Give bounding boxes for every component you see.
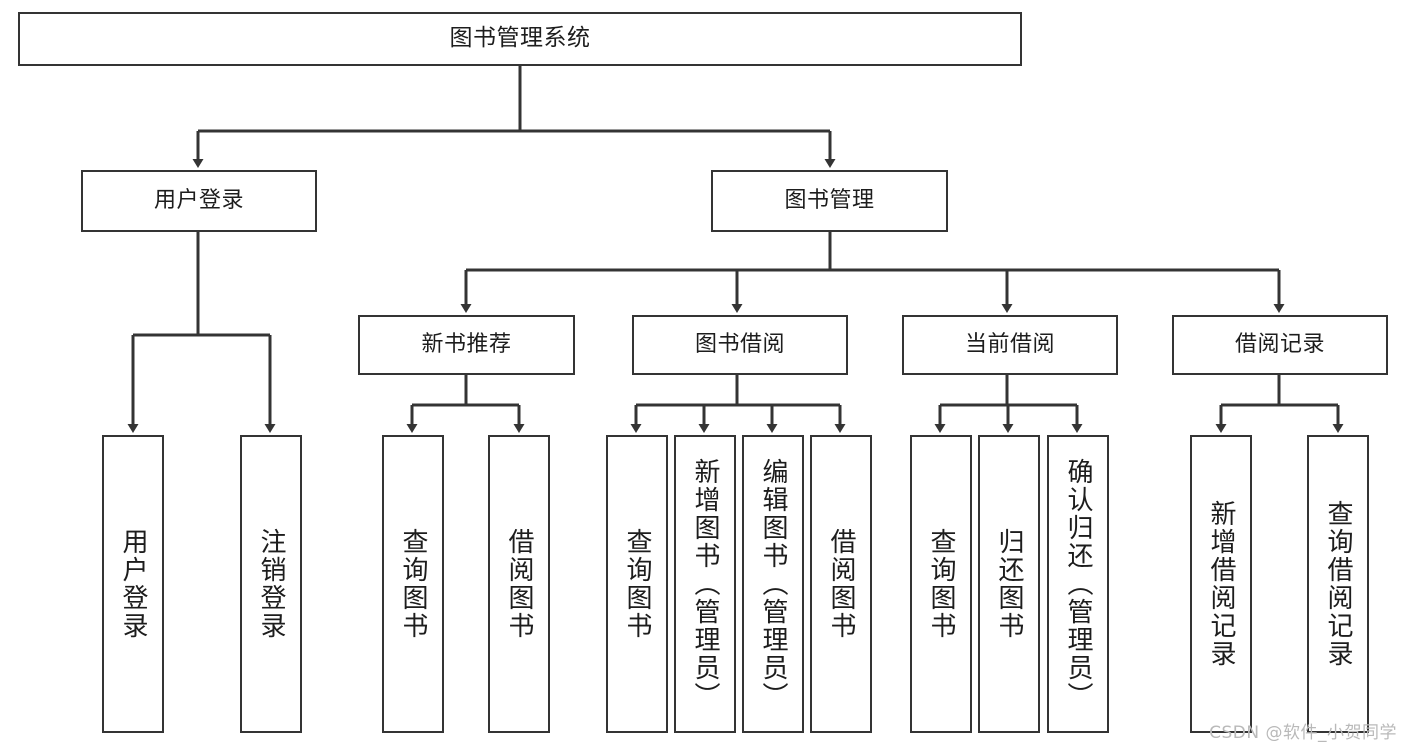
- node-borrowing-record[interactable]: 借阅记录: [1172, 315, 1388, 375]
- leaf-borrow-books-label: 借阅图书: [826, 528, 856, 640]
- leaf-add-book-admin-label: 新增图书（管理员）: [690, 458, 720, 710]
- leaf-query-borrow-record-label: 查询借阅记录: [1323, 500, 1353, 668]
- leaf-add-borrow-record-label: 新增借阅记录: [1206, 500, 1236, 668]
- node-new-book-recommendation[interactable]: 新书推荐: [358, 315, 575, 375]
- leaf-borrow-books-rec[interactable]: 借阅图书: [488, 435, 550, 733]
- leaf-edit-book-admin-label: 编辑图书（管理员）: [758, 458, 788, 710]
- node-user-login-label: 用户登录: [153, 188, 244, 214]
- node-book-borrowing-label: 图书借阅: [694, 332, 785, 358]
- leaf-edit-book-admin[interactable]: 编辑图书（管理员）: [742, 435, 804, 733]
- leaf-query-books-rec-label: 查询图书: [398, 528, 428, 640]
- leaf-return-books[interactable]: 归还图书: [978, 435, 1040, 733]
- node-root-label: 图书管理系统: [449, 25, 591, 52]
- leaf-query-books-borrow-label: 查询图书: [622, 528, 652, 640]
- node-book-borrowing[interactable]: 图书借阅: [632, 315, 848, 375]
- leaf-query-books-borrow[interactable]: 查询图书: [606, 435, 668, 733]
- leaf-logout[interactable]: 注销登录: [240, 435, 302, 733]
- node-root[interactable]: 图书管理系统: [18, 12, 1022, 66]
- leaf-user-login-label: 用户登录: [118, 528, 148, 640]
- leaf-add-borrow-record[interactable]: 新增借阅记录: [1190, 435, 1252, 733]
- leaf-query-borrow-record[interactable]: 查询借阅记录: [1307, 435, 1369, 733]
- node-book-management[interactable]: 图书管理: [711, 170, 948, 232]
- node-current-borrowing-label: 当前借阅: [964, 332, 1055, 358]
- leaf-confirm-return-admin[interactable]: 确认归还（管理员）: [1047, 435, 1109, 733]
- node-book-management-label: 图书管理: [784, 188, 875, 214]
- leaf-confirm-return-admin-label: 确认归还（管理员）: [1063, 458, 1093, 710]
- watermark-text: CSDN @软件_小贺同学: [1209, 723, 1397, 743]
- leaf-logout-label: 注销登录: [256, 528, 286, 640]
- node-user-login[interactable]: 用户登录: [81, 170, 317, 232]
- leaf-query-books-current-label: 查询图书: [926, 528, 956, 640]
- leaf-query-books-current[interactable]: 查询图书: [910, 435, 972, 733]
- leaf-query-books-rec[interactable]: 查询图书: [382, 435, 444, 733]
- node-current-borrowing[interactable]: 当前借阅: [902, 315, 1118, 375]
- node-new-book-recommendation-label: 新书推荐: [421, 332, 512, 358]
- node-borrowing-record-label: 借阅记录: [1234, 332, 1325, 358]
- leaf-add-book-admin[interactable]: 新增图书（管理员）: [674, 435, 736, 733]
- leaf-borrow-books[interactable]: 借阅图书: [810, 435, 872, 733]
- leaf-user-login[interactable]: 用户登录: [102, 435, 164, 733]
- leaf-return-books-label: 归还图书: [994, 528, 1024, 640]
- leaf-borrow-books-rec-label: 借阅图书: [504, 528, 534, 640]
